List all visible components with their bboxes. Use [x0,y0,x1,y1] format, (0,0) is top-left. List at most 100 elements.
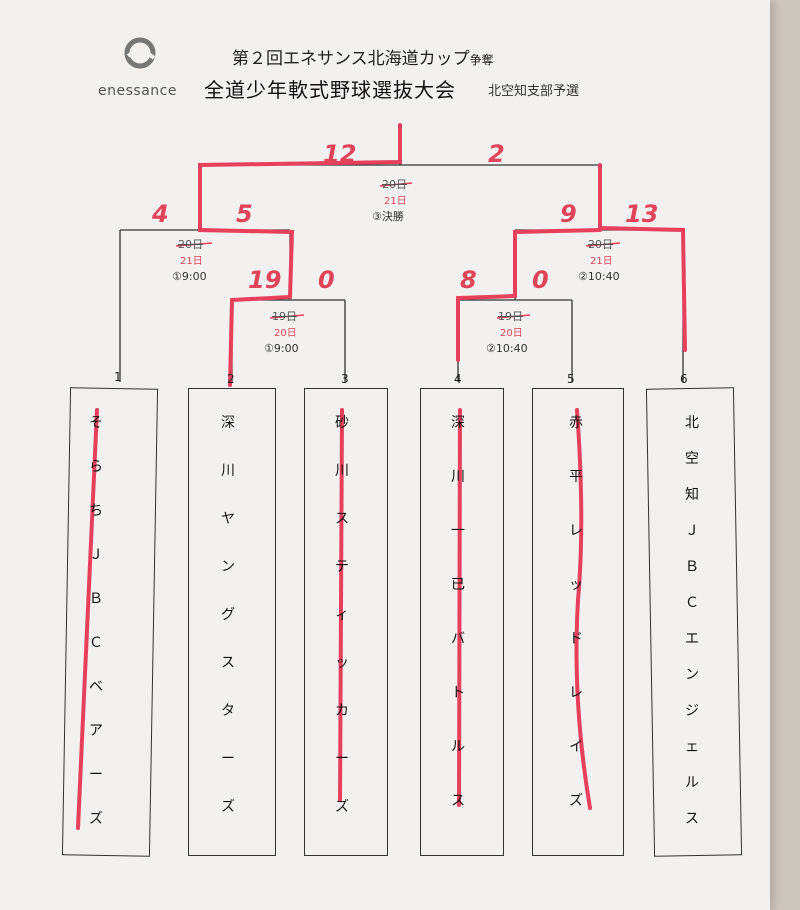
team-name-char: タ [221,703,235,719]
team-name-2: 深川ヤングスターズ [218,412,238,844]
team-name-1: そらち Ｊ Ｂ Ｃ ベアーズ [86,412,106,852]
title-line1: 第２回エネサンス北海道カップ争奪 [232,44,494,69]
seed-4: 4 [454,372,462,386]
team-name-char: 空 [685,451,699,467]
score-final-left: 12 [323,140,357,168]
team-name-char: テ [335,559,349,575]
score-semi-right-a: 9 [560,200,577,228]
team-name-char: 知 [685,487,699,503]
final-label: ③決勝 [372,210,404,223]
team-name-char: ベ [89,679,103,695]
team-box-3 [304,388,388,856]
team-name-char: Ｊ [685,523,699,539]
score-qf-right-a: 8 [460,266,477,294]
team-name-char: 川 [335,463,349,479]
team-name-char: 平 [569,469,583,485]
team-name-char: グ [221,607,235,623]
semi-right-date-original: 20日 [588,238,613,251]
winner-path [198,123,687,387]
team-name-char: ス [221,655,235,671]
seed-3: 3 [341,372,349,386]
page-title: 全道少年軟式野球選抜大会 [204,78,456,102]
team-name-char: ン [221,559,235,575]
team-name-char: ー [89,767,103,783]
team-name-char: エ [685,631,699,647]
qf-right-date-original: 19日 [498,310,523,323]
team-name-char: ド [569,631,583,647]
score-final-right: 2 [488,140,505,168]
team-name-char: ヤ [221,511,235,527]
team-name-char: ち [89,503,103,519]
semi-left-date-original: 20日 [178,238,203,251]
team-name-char: ル [451,739,465,755]
team-name-char: ン [685,667,699,683]
seed-6: 6 [680,372,688,386]
team-name-char: ー [335,751,349,767]
team-box-4 [420,388,504,856]
team-name-3: 砂川スティッカーズ [332,412,352,844]
team-box-5 [532,388,624,856]
page-subtitle: 北空知支部予選 [488,84,580,99]
score-qf-left-b: 0 [318,266,335,294]
team-name-char: ル [685,775,699,791]
team-name-5: 赤平レッドレイズ [566,412,586,844]
team-name-char: ジ [685,703,699,719]
semi-left-label: ①9:00 [172,270,207,283]
qf-left-date-original: 19日 [272,310,297,323]
title-line1-suffix: 争奪 [469,53,494,67]
team-name-char: ッ [569,577,583,593]
team-name-char: 深 [451,415,465,431]
bracket-lines [76,37,687,830]
team-name-char: Ｃ [89,635,103,651]
team-name-char: ス [451,793,465,809]
team-box-2 [188,388,276,856]
seed-1: 1 [114,370,122,384]
team-name-char: 赤 [569,415,583,431]
team-name-char: カ [335,703,349,719]
team-name-char: レ [569,685,583,701]
semi-right-date-handwritten: 21日 [590,256,613,267]
qf-left-date-handwritten: 20日 [274,328,297,339]
team-name-char: Ｊ [89,547,103,563]
semi-right-label: ②10:40 [578,270,620,283]
team-name-char: 北 [685,415,699,431]
seed-5: 5 [567,372,575,386]
team-name-char: ズ [221,799,235,815]
qf-right-label: ②10:40 [486,342,528,355]
team-name-char: 深 [221,415,235,431]
score-qf-right-b: 0 [532,266,549,294]
seed-2: 2 [227,372,235,386]
enessance-logo-icon [124,37,156,69]
team-name-char: ト [451,685,465,701]
team-name-char: Ｂ [89,591,103,607]
score-semi-left-a: 4 [152,200,169,228]
team-name-char: Ｂ [685,559,699,575]
tournament-sheet: enessance 第２回エネサンス北海道カップ争奪 全道少年軟式野球選抜大会 … [0,0,770,910]
brand-name: enessance [98,83,177,99]
date-strikes [175,182,621,319]
team-name-char: ェ [685,739,699,755]
team-name-char: ス [685,811,699,827]
score-semi-right-b: 13 [625,200,659,228]
team-name-char: ス [335,511,349,527]
team-name-char: 川 [221,463,235,479]
team-name-6: 北空知 Ｊ Ｂ Ｃ エンジェルス [682,412,702,844]
team-name-char: 一 [451,523,465,539]
team-name-char: バ [451,631,465,647]
team-name-char: ズ [89,811,103,827]
team-name-char: そ [89,415,103,431]
team-name-char: イ [569,739,583,755]
final-date-handwritten: 21日 [384,196,407,207]
team-name-char: ズ [335,799,349,815]
score-semi-left-b: 5 [236,200,253,228]
team-name-char: ッ [335,655,349,671]
elimination-marks [76,408,592,830]
score-qf-left-a: 19 [248,266,282,294]
qf-left-label: ①9:00 [264,342,299,355]
team-name-char: ア [89,723,103,739]
team-name-char: Ｃ [685,595,699,611]
title-line1-text: 第２回エネサンス北海道カップ [232,49,470,69]
team-name-char: 川 [451,469,465,485]
final-date-original: 20日 [382,178,407,191]
team-name-char: ら [89,459,103,475]
